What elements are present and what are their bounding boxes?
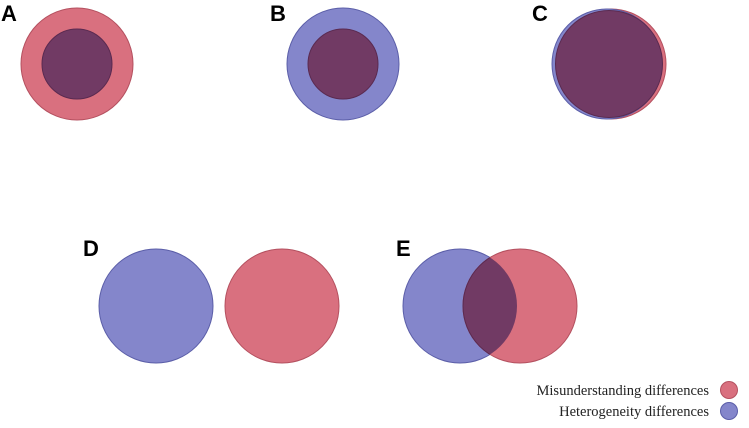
panel-b-label: B xyxy=(270,1,286,26)
legend-swatch-heterogeneity xyxy=(720,402,738,420)
panel-b-overlap-circle xyxy=(307,28,379,100)
panel-b: B xyxy=(270,1,400,121)
panel-c-overlap-circle xyxy=(555,10,663,118)
legend-swatch-misunderstanding xyxy=(720,381,738,399)
legend: Misunderstanding differences Heterogenei… xyxy=(537,381,738,420)
panel-c-label: C xyxy=(532,1,548,26)
legend-item-misunderstanding: Misunderstanding differences xyxy=(537,381,738,399)
panel-d-heterogeneity-circle xyxy=(98,248,214,364)
panel-e: E xyxy=(396,236,578,364)
panel-c: C xyxy=(532,1,667,120)
panel-d-misunderstanding-circle xyxy=(224,248,340,364)
panel-d: D xyxy=(83,236,340,364)
panel-d-label: D xyxy=(83,236,99,261)
legend-item-heterogeneity: Heterogeneity differences xyxy=(559,402,738,420)
legend-label-heterogeneity: Heterogeneity differences xyxy=(559,404,709,420)
panel-a: A xyxy=(1,1,134,121)
legend-label-misunderstanding: Misunderstanding differences xyxy=(537,383,710,399)
panel-e-overlap-region xyxy=(462,249,517,363)
panel-a-overlap-circle xyxy=(41,28,113,100)
panel-e-label: E xyxy=(396,236,411,261)
panel-a-label: A xyxy=(1,1,17,26)
